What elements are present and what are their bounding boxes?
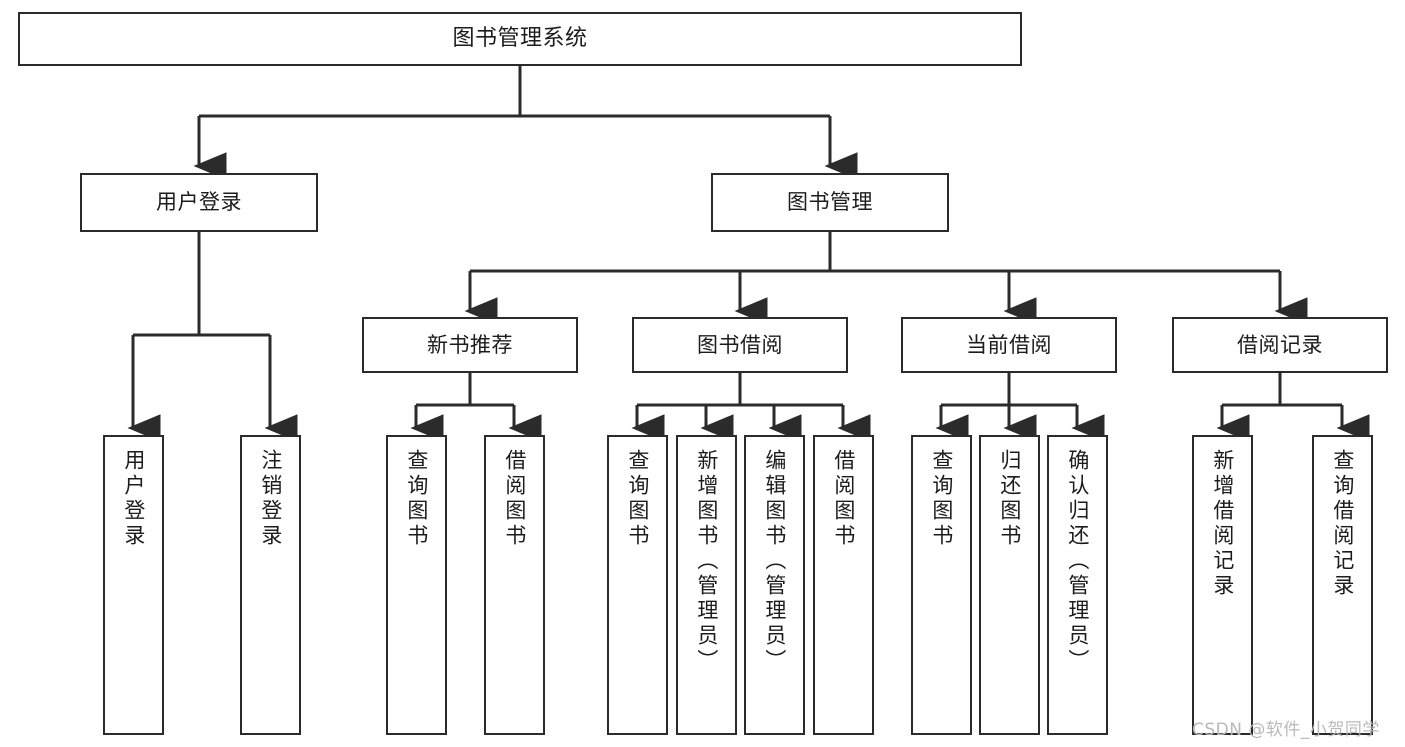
node-label: 新增图书（管理员） xyxy=(694,449,719,674)
node-label: 查询图书 xyxy=(404,449,429,549)
node-label: 借阅图书 xyxy=(831,449,856,549)
node-label: 图书管理系统 xyxy=(452,26,588,52)
node-book-management[interactable]: 图书管理 xyxy=(711,173,949,232)
leaf-record-add-record[interactable]: 新增借阅记录 xyxy=(1192,435,1253,735)
node-label: 查询图书 xyxy=(625,449,650,549)
node-label: 新书推荐 xyxy=(427,332,513,357)
node-label: 用户登录 xyxy=(156,190,242,215)
node-root-system[interactable]: 图书管理系统 xyxy=(18,12,1022,66)
leaf-borrow-query-book[interactable]: 查询图书 xyxy=(607,435,668,735)
node-label: 借阅图书 xyxy=(502,449,527,549)
node-label: 当前借阅 xyxy=(966,332,1052,357)
node-label: 新增借阅记录 xyxy=(1210,449,1235,599)
node-label: 确认归还（管理员） xyxy=(1065,449,1090,674)
node-label: 借阅记录 xyxy=(1237,332,1323,357)
leaf-new-book-borrow[interactable]: 借阅图书 xyxy=(484,435,545,735)
node-label: 编辑图书（管理员） xyxy=(762,449,787,674)
leaf-borrow-edit-book[interactable]: 编辑图书（管理员） xyxy=(744,435,805,735)
node-label: 图书管理 xyxy=(787,190,873,215)
leaf-borrow-add-book[interactable]: 新增图书（管理员） xyxy=(676,435,737,735)
leaf-new-book-query[interactable]: 查询图书 xyxy=(386,435,447,735)
node-user-login[interactable]: 用户登录 xyxy=(80,173,318,232)
leaf-current-return-book[interactable]: 归还图书 xyxy=(979,435,1040,735)
leaf-record-query-record[interactable]: 查询借阅记录 xyxy=(1312,435,1373,735)
node-label: 用户登录 xyxy=(121,449,146,549)
node-borrow-record[interactable]: 借阅记录 xyxy=(1172,317,1388,373)
csdn-watermark: CSDN @软件_小贺同学 xyxy=(1192,720,1380,740)
node-label: 图书借阅 xyxy=(697,332,783,357)
node-label: 注销登录 xyxy=(258,449,283,549)
node-book-borrow[interactable]: 图书借阅 xyxy=(632,317,848,373)
node-current-borrow[interactable]: 当前借阅 xyxy=(901,317,1117,373)
node-label: 归还图书 xyxy=(997,449,1022,549)
node-label: 查询图书 xyxy=(929,449,954,549)
leaf-current-confirm-return[interactable]: 确认归还（管理员） xyxy=(1047,435,1108,735)
leaf-user-login-logout[interactable]: 注销登录 xyxy=(240,435,301,735)
leaf-user-login-login[interactable]: 用户登录 xyxy=(103,435,164,735)
node-new-book-recommend[interactable]: 新书推荐 xyxy=(362,317,578,373)
leaf-current-query-book[interactable]: 查询图书 xyxy=(911,435,972,735)
node-label: 查询借阅记录 xyxy=(1330,449,1355,599)
leaf-borrow-borrow-book[interactable]: 借阅图书 xyxy=(813,435,874,735)
